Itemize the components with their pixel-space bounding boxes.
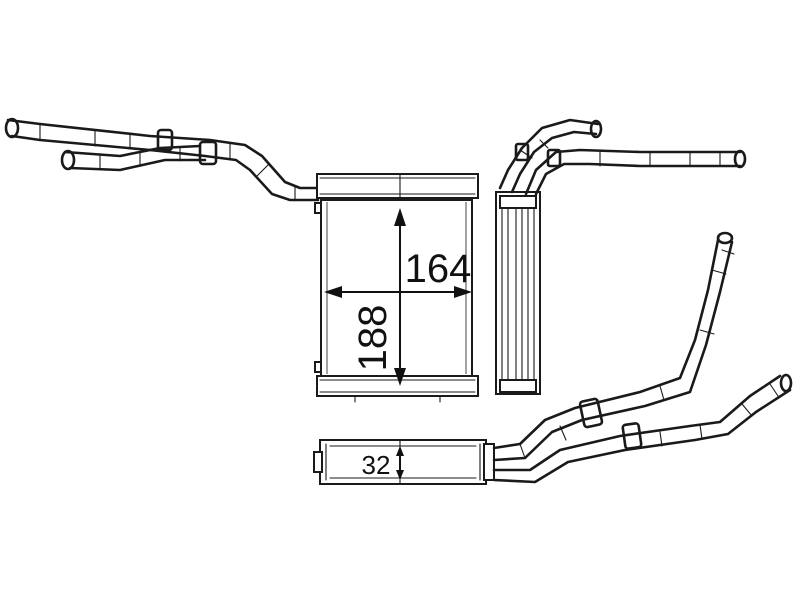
dimension-depth: 32 <box>362 446 404 480</box>
front-view-pipes <box>4 117 320 202</box>
front-bracket-bottom <box>314 361 322 373</box>
side-bottom-cap <box>499 379 537 393</box>
bottom-body <box>319 439 487 485</box>
bottom-view: 32 <box>313 231 793 485</box>
bottom-connector <box>483 443 495 481</box>
front-bottom-tank <box>316 375 479 397</box>
side-view-pipes <box>498 118 747 196</box>
bottom-view-pipes <box>492 231 793 484</box>
dimension-depth-label: 32 <box>362 450 391 480</box>
front-bracket-top <box>314 202 322 214</box>
side-top-cap <box>499 195 537 209</box>
side-body <box>495 191 541 395</box>
front-view: 164 188 <box>4 117 479 403</box>
dimension-width-label: 164 <box>405 247 472 291</box>
dimension-height-label: 188 <box>351 305 395 372</box>
side-view <box>495 118 747 395</box>
dimension-height: 188 <box>351 208 406 386</box>
bottom-end-cap <box>313 451 323 473</box>
